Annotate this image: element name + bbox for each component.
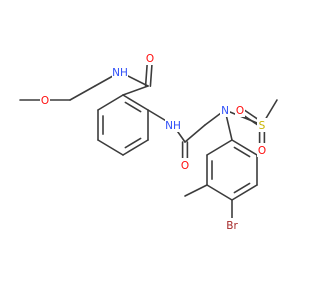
bond-acetyl-ch2 bbox=[184, 124, 206, 143]
atom-bromine-text: Br bbox=[226, 220, 238, 232]
atom-sulfur-text: S bbox=[259, 120, 266, 132]
atom-bromine-backdrop bbox=[224, 218, 240, 232]
bond-ring-b1-b2 bbox=[206, 139, 233, 156]
bond-carbonyl-ring bbox=[122, 85, 149, 96]
bond-ch2-ch2 bbox=[69, 85, 96, 101]
atom-acetamide-oxygen-backdrop bbox=[180, 158, 190, 172]
bond-ring-b6-b1-inner bbox=[233, 146, 251, 158]
atom-amide-nh-backdrop bbox=[112, 65, 128, 79]
bond-ring-a6-a1 bbox=[122, 94, 149, 111]
atom-anilide-nh: NH bbox=[165, 118, 181, 132]
bond-ring-a5-a6 bbox=[97, 94, 124, 111]
atom-amide-nh: NH bbox=[112, 65, 128, 79]
bond-ring-b4-b5 bbox=[231, 184, 258, 201]
bond-ring-b4-b5-inner bbox=[233, 182, 251, 194]
atom-amide-oxygen-text: O bbox=[146, 53, 154, 65]
atom-ether-oxygen-text: O bbox=[41, 95, 49, 107]
bond-ring-b3-b4 bbox=[206, 184, 233, 201]
atom-sulfonamide-nitrogen-text: N bbox=[221, 105, 229, 117]
atom-acetamide-oxygen-text: O bbox=[181, 160, 189, 172]
bond-ring-b6-b1 bbox=[231, 139, 258, 156]
atom-sulfonyl-oxygen-left-text: O bbox=[236, 105, 244, 117]
bond-layer bbox=[19, 57, 278, 226]
atom-sulfonamide-nitrogen: N bbox=[220, 103, 230, 117]
atom-sulfonyl-oxygen-left: O bbox=[235, 103, 245, 117]
bond-ring-a3-a4 bbox=[97, 139, 124, 156]
atom-sulfonamide-nitrogen-backdrop bbox=[220, 103, 230, 117]
atom-amide-nh-text: NH bbox=[112, 67, 128, 79]
atom-sulfur: S bbox=[257, 118, 267, 132]
atom-sulfonyl-oxygen-left-backdrop bbox=[235, 103, 245, 117]
atom-amide-oxygen: O bbox=[145, 51, 155, 65]
bond-ring-a2-a3-inner bbox=[124, 137, 142, 149]
atom-sulfonyl-oxygen-right: O bbox=[257, 143, 267, 157]
atom-anilide-nh-text: NH bbox=[165, 120, 181, 132]
atom-sulfonyl-oxygen-right-text: O bbox=[258, 145, 266, 157]
bond-ring-methyl bbox=[184, 184, 208, 197]
atom-ether-oxygen-backdrop bbox=[40, 93, 50, 107]
bond-ring-a2-a3 bbox=[122, 139, 149, 156]
bond-n-sulfur bbox=[224, 109, 263, 126]
atom-sulfur-backdrop bbox=[257, 118, 267, 132]
atom-anilide-nh-backdrop bbox=[165, 118, 181, 132]
atom-acetamide-oxygen: O bbox=[180, 158, 190, 172]
atom-sulfonyl-oxygen-right-backdrop bbox=[257, 143, 267, 157]
atom-bromine: Br bbox=[224, 218, 240, 232]
atom-amide-oxygen-backdrop bbox=[145, 51, 155, 65]
atom-ether-oxygen: O bbox=[40, 93, 50, 107]
bond-ring-a6-a1-inner bbox=[124, 101, 142, 113]
